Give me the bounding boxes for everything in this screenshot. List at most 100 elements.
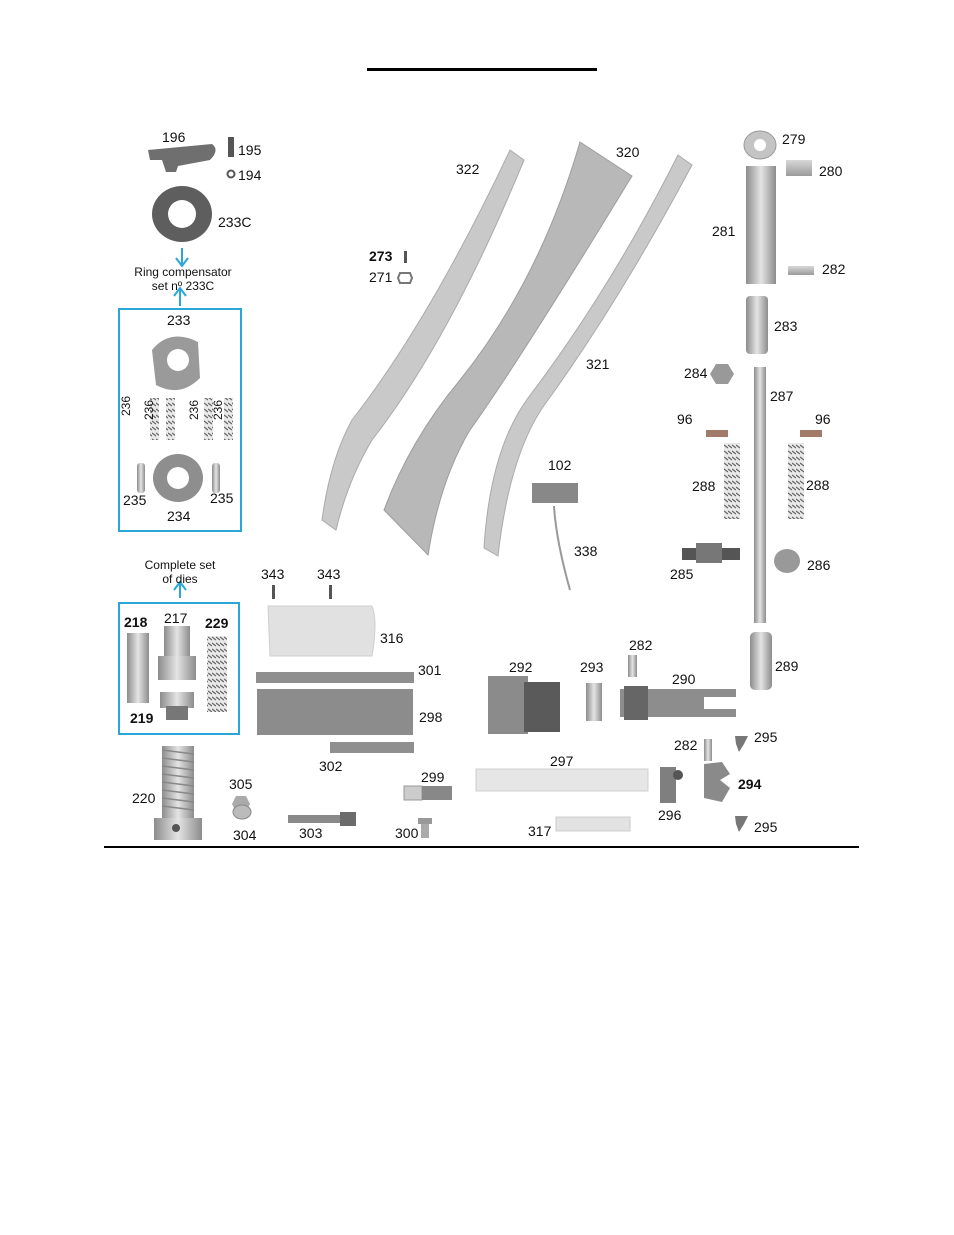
part-label: 236 <box>187 399 201 420</box>
blade-321 <box>483 154 693 557</box>
die-217 <box>158 626 196 680</box>
part-label: 284 <box>684 365 708 381</box>
screw-343-right <box>329 585 332 599</box>
part-label: 305 <box>229 776 253 792</box>
part-label: 236 <box>119 395 133 416</box>
nut-271 <box>396 272 414 284</box>
ring-233C <box>152 186 212 242</box>
pin-282-low <box>704 739 712 761</box>
part-label: 294 <box>738 776 762 792</box>
spring-229 <box>207 636 227 712</box>
part-label: 236 <box>142 399 156 420</box>
part-label: 219 <box>130 710 154 726</box>
part-label: 321 <box>586 356 610 372</box>
part-label: 298 <box>419 709 443 725</box>
part-label: 96 <box>815 411 831 427</box>
part-label: 288 <box>806 477 830 493</box>
plate-234 <box>153 454 203 502</box>
part-label: 343 <box>317 566 341 582</box>
part-label: 280 <box>819 163 843 179</box>
die-219 <box>160 692 194 720</box>
part-label: 303 <box>299 825 323 841</box>
plate-316 <box>267 605 376 657</box>
part-label: 289 <box>775 658 799 674</box>
dies-set-frame <box>118 602 240 735</box>
clevis-283 <box>746 296 768 354</box>
dies-caption-line2: of dies <box>162 572 198 586</box>
footer-rule <box>104 846 859 848</box>
part-label: 281 <box>712 223 736 239</box>
part-label: 233 <box>167 312 191 328</box>
pin-96-right <box>800 430 822 437</box>
arrow-down-icon <box>175 248 189 268</box>
arrow-up-icon <box>173 286 187 306</box>
rod-287 <box>754 367 766 623</box>
pin-235-left <box>137 463 145 493</box>
part-label: 288 <box>692 478 716 494</box>
washer-304 <box>232 804 252 820</box>
arrow-up-icon <box>173 580 187 598</box>
pin-96-left <box>706 430 728 437</box>
part-label: 343 <box>261 566 285 582</box>
part-label: 286 <box>807 557 831 573</box>
part-label: 282 <box>822 261 846 277</box>
part-label: 316 <box>380 630 404 646</box>
pin-280 <box>786 160 812 176</box>
part-label: 297 <box>550 753 574 769</box>
part-label: 234 <box>167 508 191 524</box>
screw-295-bottom <box>735 816 748 832</box>
sensor-338 <box>553 505 571 591</box>
spring-236-2 <box>166 398 175 440</box>
pin-300 <box>418 818 432 838</box>
part-label: 317 <box>528 823 552 839</box>
part-label: 302 <box>319 758 343 774</box>
plate-297 <box>475 768 649 792</box>
link-281 <box>746 166 776 284</box>
washer-194 <box>226 169 236 179</box>
ring-compensator-frame <box>118 308 242 532</box>
part-label: 290 <box>672 671 696 687</box>
plate-317 <box>555 816 631 832</box>
part-label: 196 <box>162 129 186 145</box>
screw-295-top <box>735 736 748 752</box>
clevis-294 <box>704 762 730 802</box>
bracket-296 <box>660 767 683 803</box>
part-label: 322 <box>456 161 480 177</box>
part-label: 195 <box>238 142 262 158</box>
part-label: 320 <box>616 144 640 160</box>
pin-282-mid <box>628 655 637 677</box>
collar-286 <box>774 549 800 573</box>
bracket-292 <box>488 676 560 734</box>
part-label: 296 <box>658 807 682 823</box>
part-label: 282 <box>629 637 653 653</box>
bushing-279-hole <box>754 139 766 151</box>
part-label: 338 <box>574 543 598 559</box>
bar-301 <box>256 672 414 683</box>
screw-343-left <box>272 585 275 599</box>
part-label: 273 <box>369 248 393 264</box>
part-label: 283 <box>774 318 798 334</box>
part-label: 102 <box>548 457 572 473</box>
spring-288-left <box>724 443 740 519</box>
part-label: 218 <box>124 614 148 630</box>
plate-298 <box>257 689 413 735</box>
part-label: 285 <box>670 566 694 582</box>
pin-282-top <box>788 266 814 275</box>
die-218 <box>127 633 149 703</box>
lever-290 <box>620 686 736 720</box>
part-label: 300 <box>395 825 419 841</box>
bracket-102 <box>532 483 578 503</box>
lever-196 <box>148 144 216 172</box>
part-label: 229 <box>205 615 229 631</box>
clevis-289 <box>750 632 772 690</box>
part-label: 304 <box>233 827 257 843</box>
bushing-293 <box>586 683 602 721</box>
part-label: 194 <box>238 167 262 183</box>
part-label: 233C <box>218 214 252 230</box>
bar-302 <box>330 742 414 753</box>
part-label: 236 <box>211 399 225 420</box>
part-label: 271 <box>369 269 393 285</box>
plate-233 <box>152 336 200 391</box>
spring-236-1 <box>150 398 159 440</box>
